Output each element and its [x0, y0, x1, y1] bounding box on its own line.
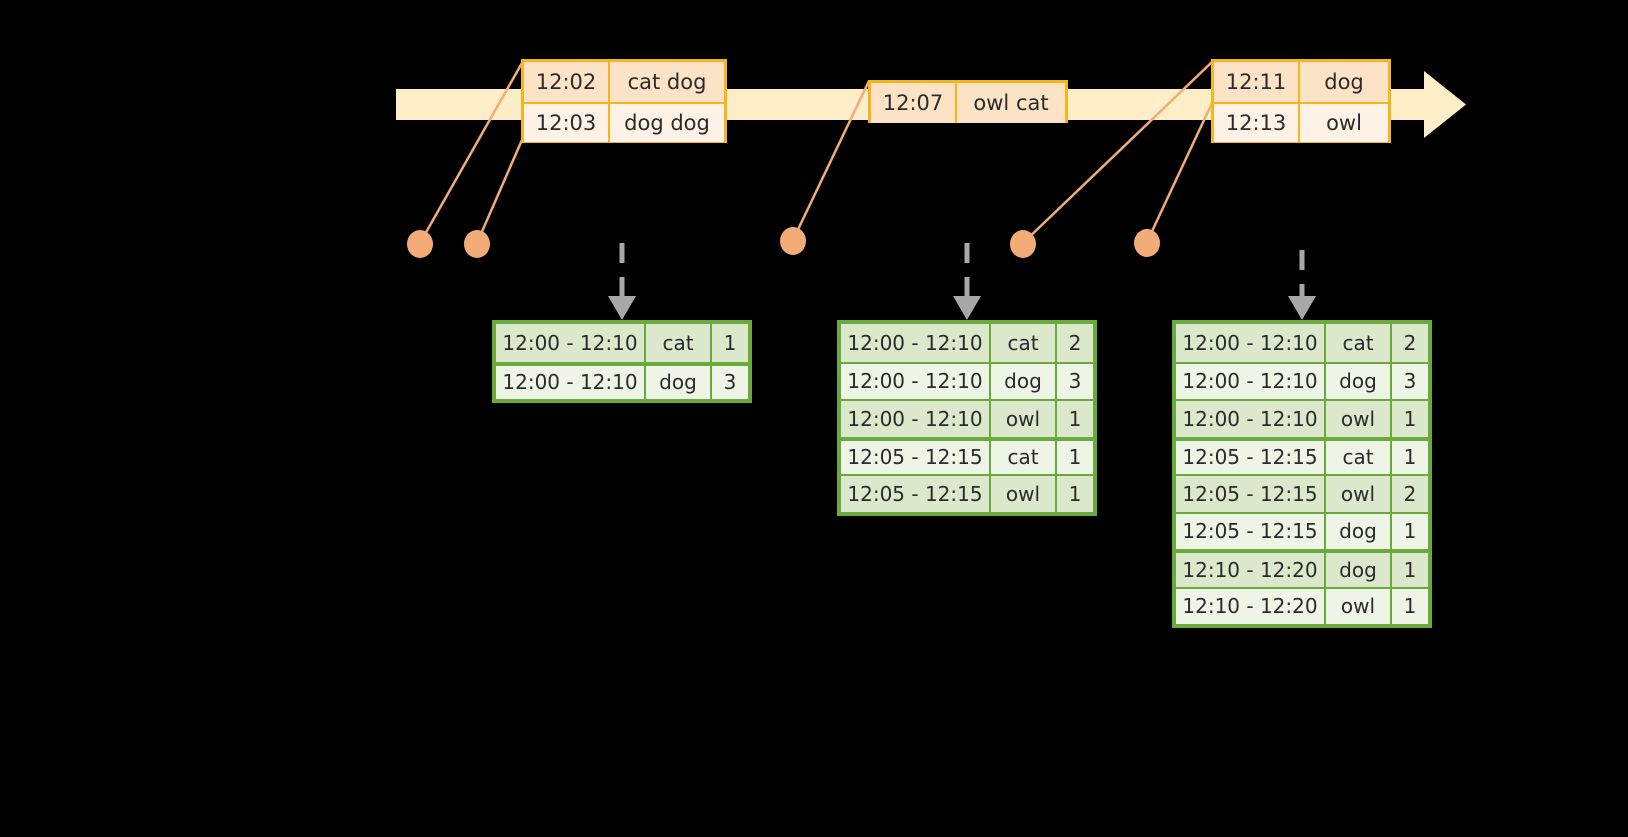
event-text: owl cat [957, 83, 1065, 123]
event-dot-1207 [780, 227, 806, 255]
cell-word: cat [646, 324, 712, 362]
cell-count: 3 [1057, 363, 1093, 399]
emit-arrowhead-3 [1288, 296, 1316, 320]
event-group-2: 12:07 owl cat [868, 80, 1068, 123]
event-row: 12:02 cat dog [524, 62, 724, 102]
cell-count: 1 [1392, 401, 1428, 437]
event-text: cat dog [610, 62, 724, 102]
table-row: 12:00 - 12:10 cat 2 [841, 324, 1093, 362]
table-row: 12:00 - 12:10 cat 2 [1176, 324, 1428, 362]
cell-word: dog [991, 363, 1057, 399]
cell-word: owl [1326, 476, 1392, 512]
cell-count: 3 [712, 365, 748, 399]
connector-1207 [791, 80, 871, 241]
cell-window: 12:00 - 12:10 [841, 324, 991, 362]
table-row: 12:05 - 12:15 dog 1 [1176, 511, 1428, 549]
result-table-1: 12:00 - 12:10 cat 1 12:00 - 12:10 dog 3 [492, 320, 752, 403]
table-row: 12:05 - 12:15 owl 2 [1176, 474, 1428, 512]
cell-word: owl [1326, 588, 1392, 624]
cell-window: 12:00 - 12:10 [1176, 401, 1326, 437]
cell-count: 3 [1392, 363, 1428, 399]
cell-count: 1 [1057, 401, 1093, 437]
event-dot-1211 [1010, 230, 1036, 258]
table-row: 12:05 - 12:15 cat 1 [841, 436, 1093, 474]
emit-arrowheads [608, 296, 1316, 320]
cell-window: 12:00 - 12:10 [1176, 363, 1326, 399]
cell-window: 12:05 - 12:15 [841, 440, 991, 474]
cell-count: 1 [1392, 553, 1428, 587]
table-row: 12:00 - 12:10 dog 3 [496, 361, 748, 399]
cell-word: cat [991, 440, 1057, 474]
cell-word: dog [1326, 363, 1392, 399]
cell-count: 2 [1057, 324, 1093, 362]
result-table-2: 12:00 - 12:10 cat 2 12:00 - 12:10 dog 3 … [837, 320, 1097, 516]
cell-count: 1 [712, 324, 748, 362]
event-row: 12:03 dog dog [524, 102, 724, 142]
event-row: 12:07 owl cat [871, 83, 1065, 123]
table-row: 12:10 - 12:20 dog 1 [1176, 549, 1428, 587]
table-row: 12:00 - 12:10 dog 3 [841, 361, 1093, 399]
cell-window: 12:05 - 12:15 [1176, 476, 1326, 512]
event-time: 12:02 [524, 62, 610, 102]
cell-word: owl [1326, 401, 1392, 437]
cell-count: 1 [1057, 476, 1093, 512]
cell-window: 12:10 - 12:20 [1176, 588, 1326, 624]
table-row: 12:10 - 12:20 owl 1 [1176, 586, 1428, 624]
cell-window: 12:05 - 12:15 [841, 476, 991, 512]
cell-word: cat [991, 324, 1057, 362]
cell-word: cat [1326, 440, 1392, 474]
event-text: dog [1300, 62, 1388, 102]
cell-count: 1 [1057, 440, 1093, 474]
event-text: owl [1300, 104, 1388, 142]
table-row: 12:00 - 12:10 dog 3 [1176, 361, 1428, 399]
cell-window: 12:00 - 12:10 [1176, 324, 1326, 362]
emit-arrowhead-2 [953, 296, 981, 320]
event-time: 12:03 [524, 104, 610, 142]
cell-word: dog [646, 365, 712, 399]
cell-count: 1 [1392, 440, 1428, 474]
cell-count: 1 [1392, 513, 1428, 549]
cell-count: 1 [1392, 588, 1428, 624]
event-time: 12:13 [1214, 104, 1300, 142]
table-row: 12:05 - 12:15 owl 1 [841, 474, 1093, 512]
table-row: 12:00 - 12:10 owl 1 [1176, 399, 1428, 437]
connector-1202 [418, 62, 524, 244]
event-dot-1202 [407, 230, 433, 258]
event-dot-1203 [464, 230, 490, 258]
event-time: 12:11 [1214, 62, 1300, 102]
event-dots [407, 227, 1160, 258]
connector-1213 [1145, 102, 1214, 243]
event-row: 12:11 dog [1214, 62, 1388, 102]
cell-window: 12:00 - 12:10 [841, 401, 991, 437]
connector-1203 [475, 139, 524, 244]
cell-window: 12:00 - 12:10 [496, 365, 646, 399]
cell-count: 2 [1392, 324, 1428, 362]
cell-window: 12:05 - 12:15 [1176, 513, 1326, 549]
cell-count: 2 [1392, 476, 1428, 512]
table-row: 12:00 - 12:10 cat 1 [496, 324, 748, 362]
event-group-3: 12:11 dog 12:13 owl [1211, 59, 1391, 143]
cell-window: 12:00 - 12:10 [841, 363, 991, 399]
emit-arrows [619, 243, 1305, 302]
cell-window: 12:05 - 12:15 [1176, 440, 1326, 474]
event-row: 12:13 owl [1214, 102, 1388, 142]
cell-word: dog [1326, 513, 1392, 549]
cell-word: dog [1326, 553, 1392, 587]
cell-window: 12:00 - 12:10 [496, 324, 646, 362]
emit-arrowhead-1 [608, 296, 636, 320]
event-text: dog dog [610, 104, 724, 142]
event-group-1: 12:02 cat dog 12:03 dog dog [521, 59, 727, 143]
result-table-3: 12:00 - 12:10 cat 2 12:00 - 12:10 dog 3 … [1172, 320, 1432, 628]
event-time: 12:07 [871, 83, 957, 123]
cell-word: owl [991, 476, 1057, 512]
cell-window: 12:10 - 12:20 [1176, 553, 1326, 587]
table-row: 12:05 - 12:15 cat 1 [1176, 436, 1428, 474]
table-row: 12:00 - 12:10 owl 1 [841, 399, 1093, 437]
cell-word: cat [1326, 324, 1392, 362]
event-dot-1213 [1134, 229, 1160, 257]
cell-word: owl [991, 401, 1057, 437]
